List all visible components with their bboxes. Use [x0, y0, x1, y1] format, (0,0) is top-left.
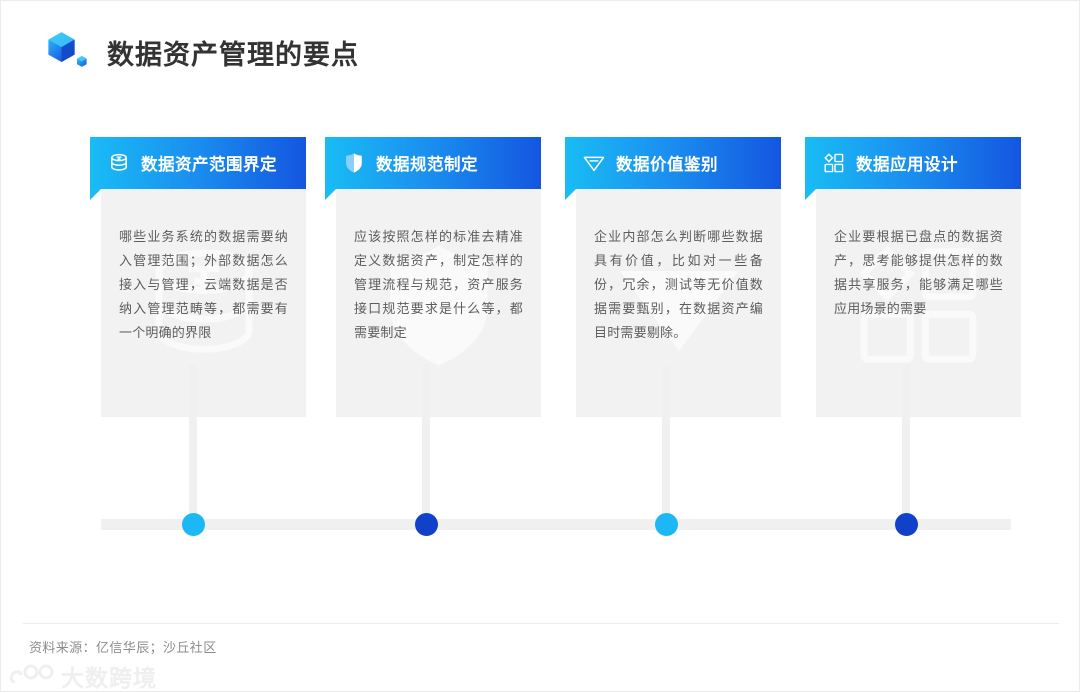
card-3-tail [565, 189, 576, 200]
card-4-title: 数据应用设计 [856, 156, 958, 174]
card-1-body: 哪些业务系统的数据需要纳入管理范围；外部数据怎么接入与管理，云端数据是否纳入管理… [101, 189, 306, 417]
page-title: 数据资产管理的要点 [107, 39, 359, 70]
slide-header: 数据资产管理的要点 [45, 29, 359, 75]
card-1-text: 哪些业务系统的数据需要纳入管理范围；外部数据怎么接入与管理，云端数据是否纳入管理… [119, 229, 288, 340]
footer-divider [23, 623, 1059, 624]
database-stack-icon [106, 150, 132, 176]
card-3[interactable]: 数据价值鉴别 企业内部怎么判断哪些数据具有价值，比如对一些备份，冗余，测试等无价… [565, 137, 781, 417]
connector-stem-3 [662, 365, 670, 525]
card-2-header[interactable]: 数据规范制定 [325, 137, 541, 200]
card-1-tail [90, 189, 101, 200]
card-2-body: 应该按照怎样的标准去精准定义数据资产，制定怎样的管理流程与规范，资产服务接口规范… [336, 189, 541, 417]
timeline-dot-1[interactable] [182, 513, 205, 536]
timeline-dot-3[interactable] [655, 513, 678, 536]
card-2[interactable]: 数据规范制定 应该按照怎样的标准去精准定义数据资产，制定怎样的管理流程与规范，资… [325, 137, 541, 417]
card-2-text: 应该按照怎样的标准去精准定义数据资产，制定怎样的管理流程与规范，资产服务接口规范… [354, 229, 523, 340]
shield-icon [341, 150, 367, 176]
card-2-title: 数据规范制定 [376, 156, 478, 174]
card-4-tail [805, 189, 816, 200]
card-4-body: 企业要根据已盘点的数据资产，思考能够提供怎样的数据共享服务，能够满足哪些应用场景… [816, 189, 1021, 417]
card-3-title: 数据价值鉴别 [616, 156, 718, 174]
connector-stem-4 [902, 365, 910, 525]
card-3-text: 企业内部怎么判断哪些数据具有价值，比如对一些备份，冗余，测试等无价值数据需要甄别… [594, 229, 763, 340]
timeline-bar [101, 519, 1011, 530]
diamond-gem-icon [581, 150, 607, 176]
card-1[interactable]: 数据资产范围界定 哪些业务系统的数据需要纳入管理范围；外部数据怎么接入与管理，云… [90, 137, 306, 417]
card-1-header[interactable]: 数据资产范围界定 [90, 137, 306, 200]
source-note: 资料来源：亿信华辰；沙丘社区 [29, 640, 217, 655]
card-1-title: 数据资产范围界定 [141, 156, 277, 174]
shapes-layout-icon [821, 150, 847, 176]
card-2-tail [325, 189, 336, 200]
brand-watermark: 大数跨境 [9, 659, 157, 693]
blue-cube-logo-icon [45, 29, 91, 75]
watermark-text: 大数跨境 [61, 665, 157, 691]
card-3-body: 企业内部怎么判断哪些数据具有价值，比如对一些备份，冗余，测试等无价值数据需要甄别… [576, 189, 781, 417]
card-4-text: 企业要根据已盘点的数据资产，思考能够提供怎样的数据共享服务，能够满足哪些应用场景… [834, 229, 1003, 316]
timeline-dot-4[interactable] [895, 513, 918, 536]
card-4[interactable]: 数据应用设计 企业要根据已盘点的数据资产，思考能够提供怎样的数据共享服务，能够满… [805, 137, 1021, 417]
connector-stem-2 [422, 365, 430, 525]
connector-stem-1 [189, 365, 197, 525]
card-4-header[interactable]: 数据应用设计 [805, 137, 1021, 200]
timeline-dot-2[interactable] [415, 513, 438, 536]
card-3-header[interactable]: 数据价值鉴别 [565, 137, 781, 200]
dsj-logo-icon [9, 661, 55, 692]
